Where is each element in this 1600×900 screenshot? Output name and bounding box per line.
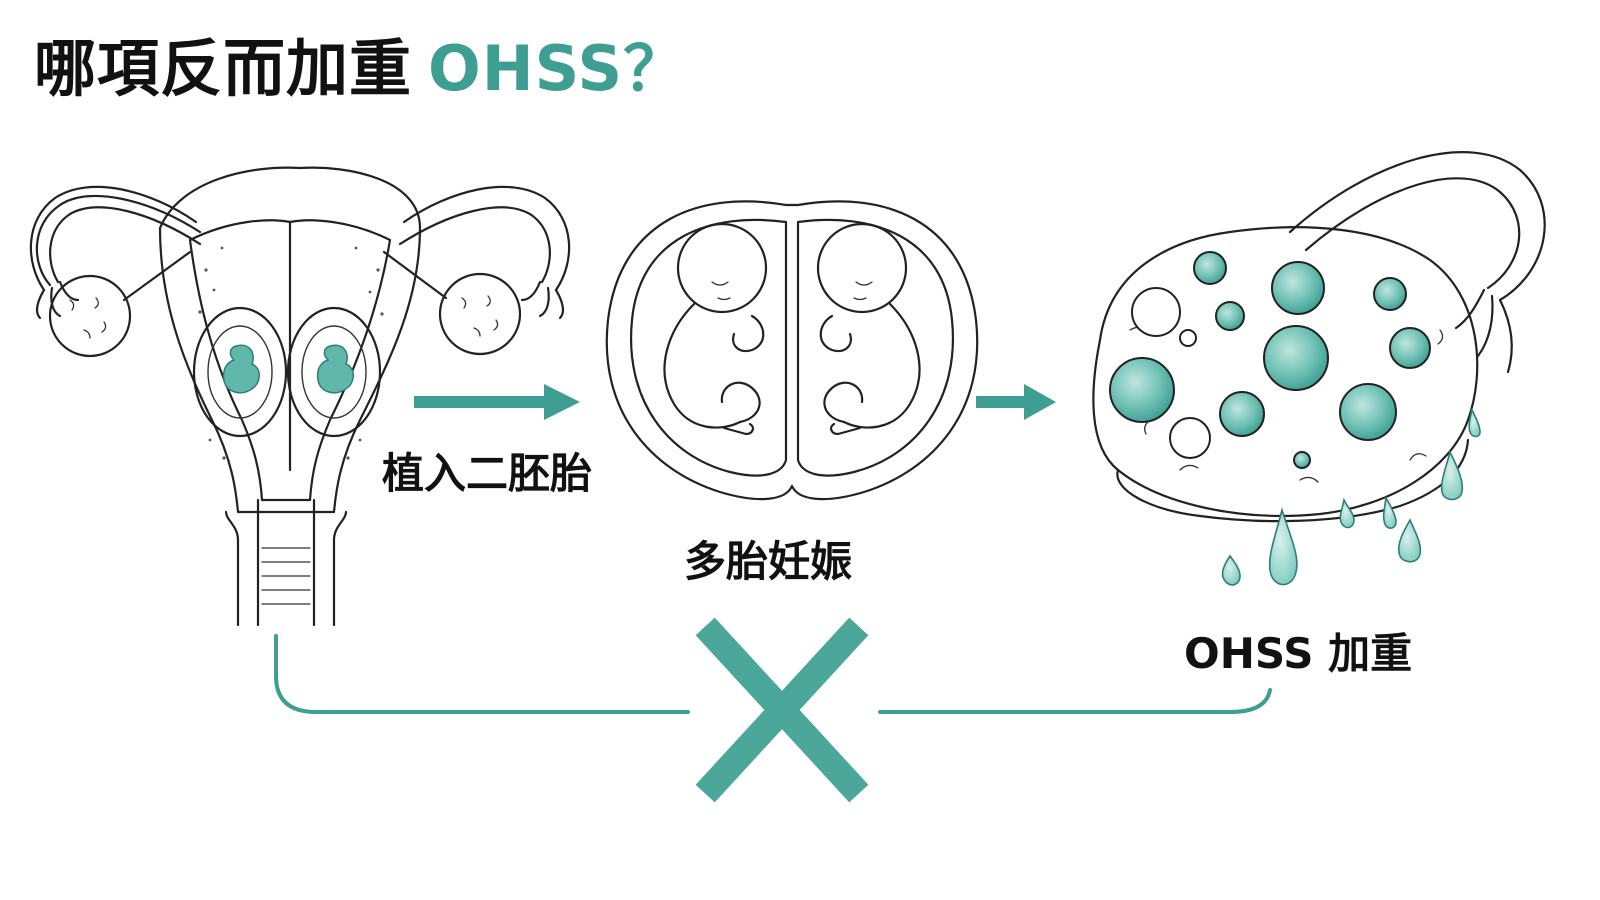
step-label-ohss-worsening: OHSS 加重	[1184, 629, 1413, 678]
step-label-transfer-two-embryos: 植入二胚胎	[382, 449, 593, 498]
title-accent: OHSS？	[428, 32, 687, 105]
arrow-right-icon	[414, 384, 580, 420]
uterus-icon	[29, 166, 571, 627]
cross-icon	[695, 617, 869, 803]
title-main: 哪項反而加重	[34, 32, 413, 105]
twin-fetuses-icon	[605, 200, 979, 501]
step-label-multiple-pregnancy: 多胎妊娠	[684, 537, 853, 586]
negation-connector	[274, 634, 1272, 714]
arrow-right-icon	[976, 384, 1056, 420]
enlarged-ovary-icon	[1092, 151, 1546, 586]
